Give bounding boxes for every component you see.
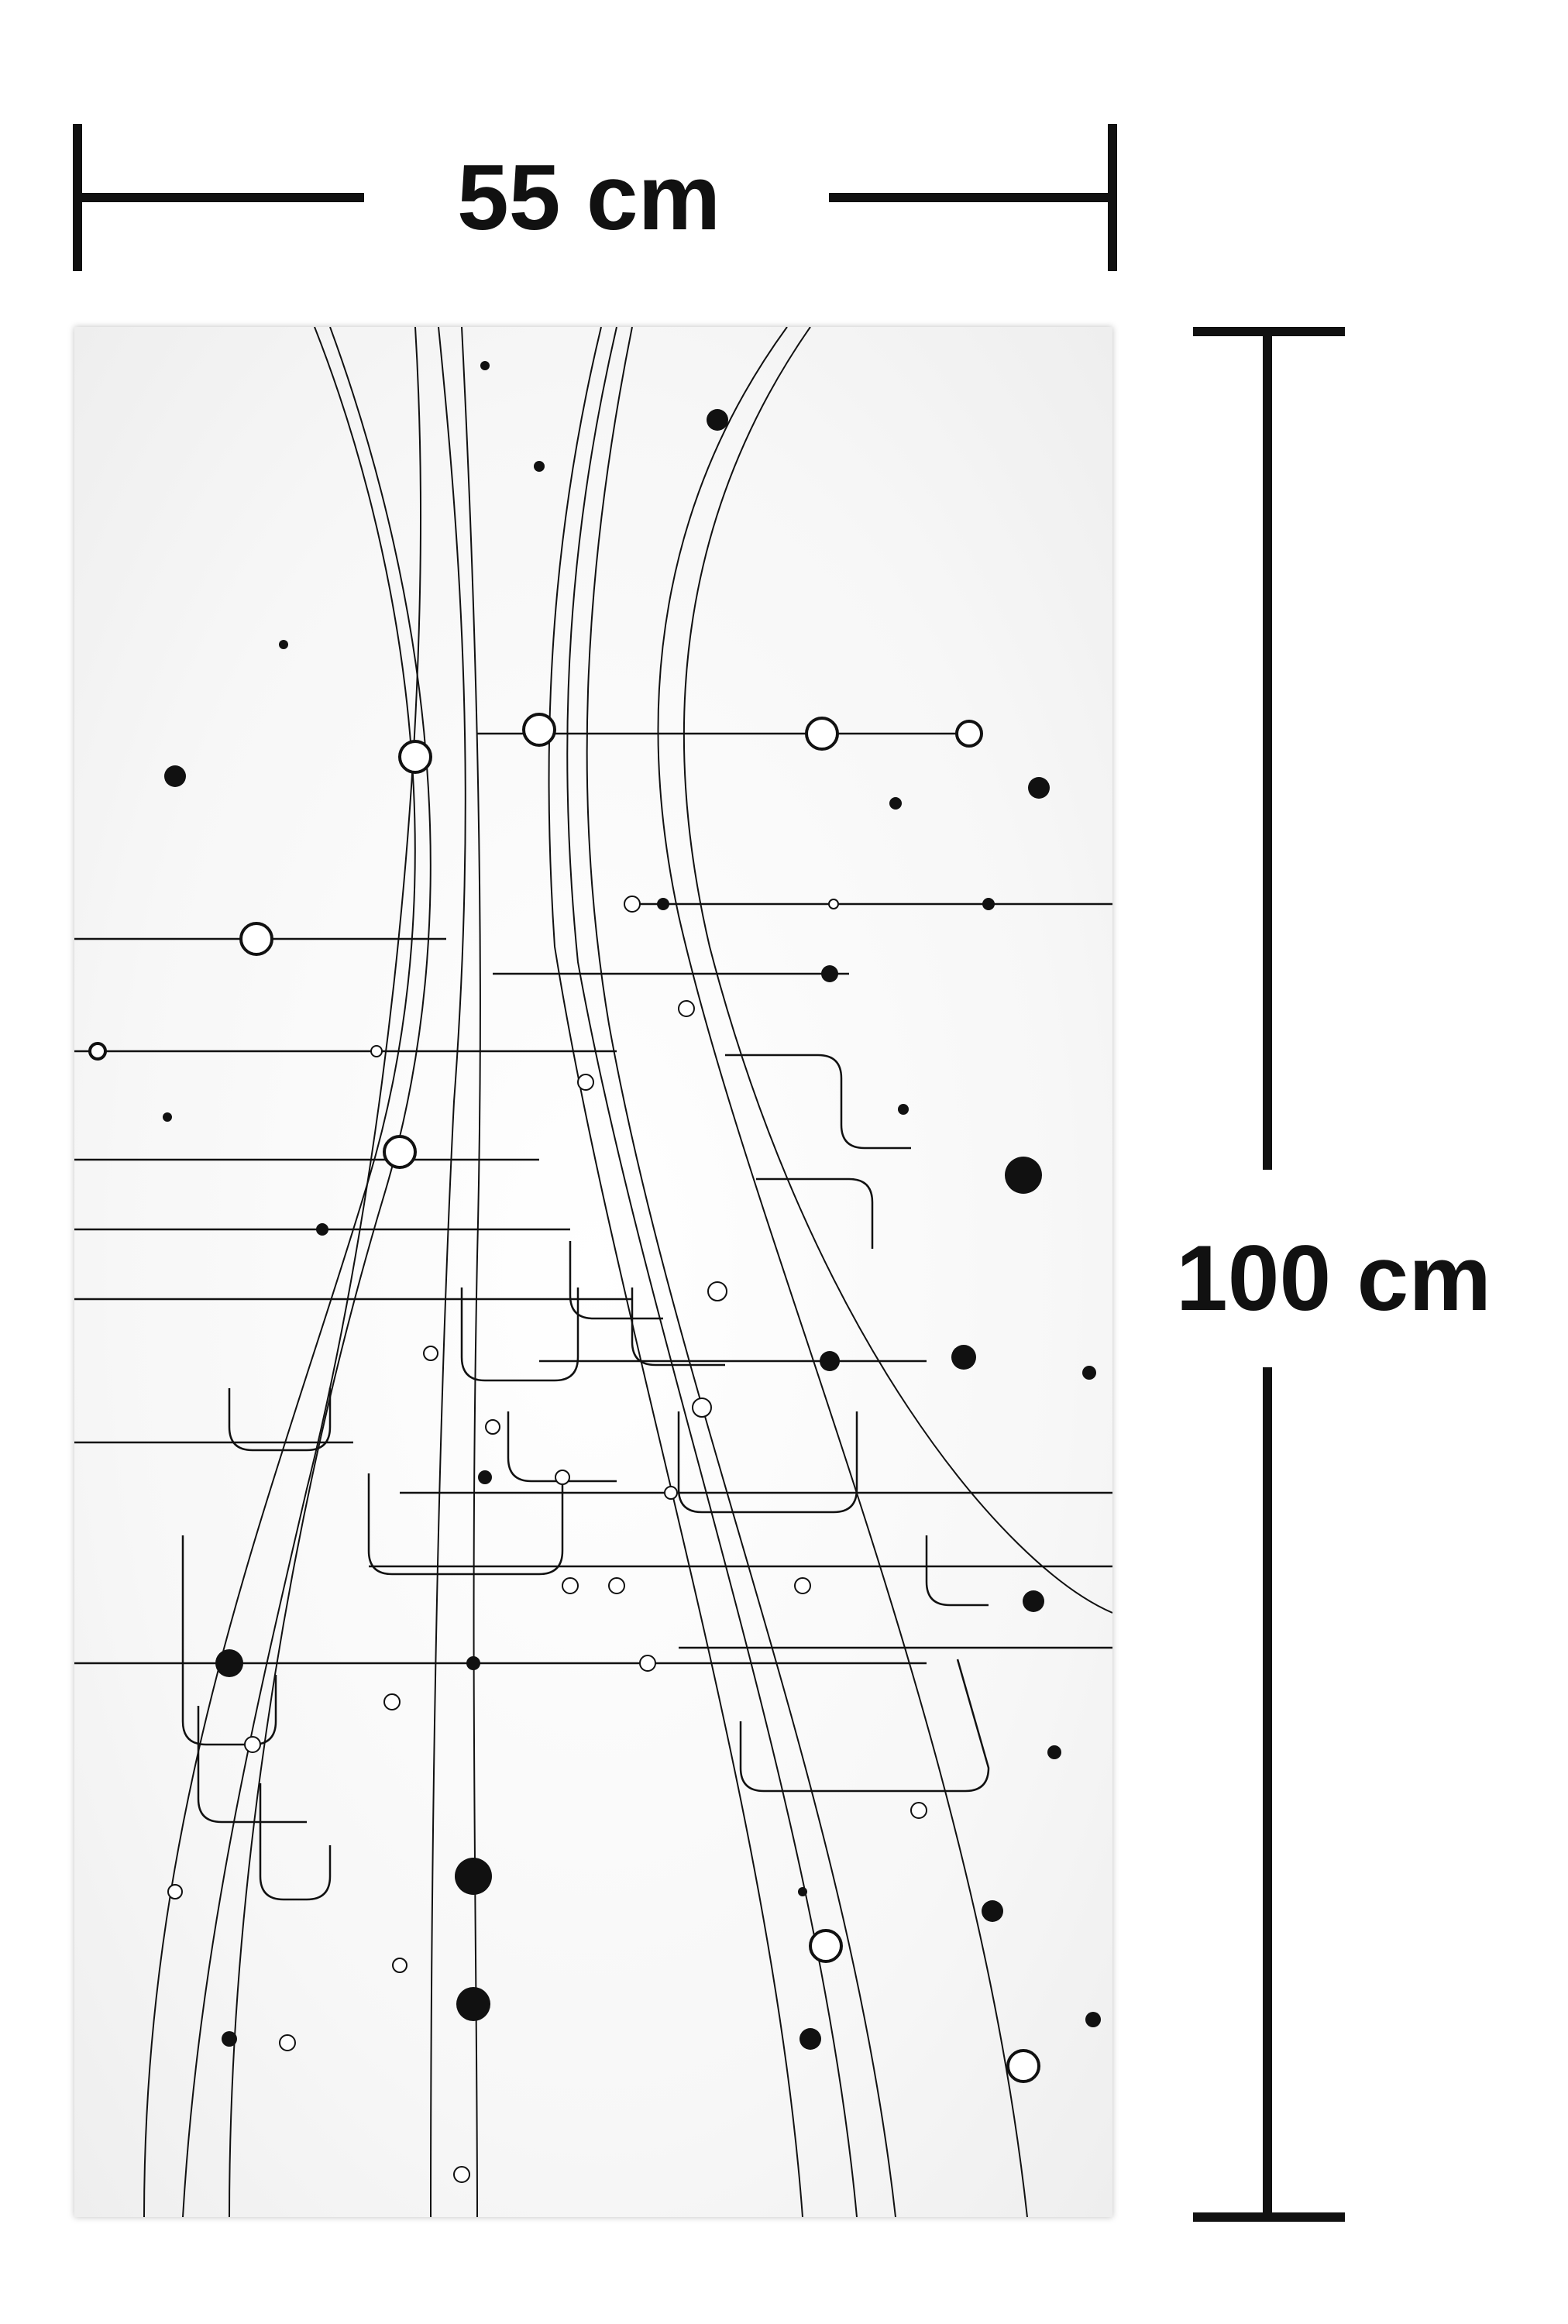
curve-line <box>182 327 422 2217</box>
dot <box>1082 1366 1096 1380</box>
curve-line <box>430 327 466 2217</box>
circuit-path <box>725 1054 911 1150</box>
filled-dots <box>163 361 1101 2050</box>
dot <box>820 1351 840 1371</box>
curve-line <box>548 327 803 2217</box>
curve-line <box>657 327 1028 2217</box>
dot <box>164 765 186 787</box>
small-ring <box>910 1802 927 1819</box>
small-ring <box>828 899 839 909</box>
small-ring <box>639 1655 656 1672</box>
dot <box>898 1104 909 1115</box>
hollow-rings <box>88 713 1040 2083</box>
dot <box>821 965 838 982</box>
dot <box>982 1900 1003 1922</box>
small-ring <box>664 1486 678 1500</box>
dot <box>1005 1157 1042 1194</box>
small-ring <box>423 1346 438 1361</box>
dot <box>707 409 728 431</box>
small-ring <box>608 1577 625 1594</box>
ring <box>383 1135 417 1169</box>
circuit-path <box>677 1411 858 1514</box>
dot <box>534 461 545 472</box>
ring <box>522 713 556 747</box>
dot <box>798 1887 807 1896</box>
circuit-path <box>181 1535 277 1746</box>
small-ring <box>577 1074 594 1091</box>
dot <box>951 1345 976 1370</box>
circuit-path <box>739 1659 990 1793</box>
small-ring <box>485 1419 500 1435</box>
dot <box>222 2031 237 2047</box>
dot <box>215 1649 243 1677</box>
small-ring <box>707 1281 727 1301</box>
small-ring <box>555 1470 570 1485</box>
small-ring <box>692 1397 712 1418</box>
circuit-artwork <box>74 327 1112 2217</box>
width-dimension-label: 55 cm <box>457 146 721 249</box>
circuit-path <box>756 1177 874 1249</box>
dot <box>480 361 490 370</box>
small-ring <box>279 2034 296 2051</box>
ring <box>1006 2049 1040 2083</box>
small-rings <box>167 896 927 2183</box>
ring <box>805 717 839 751</box>
dot <box>456 1987 490 2021</box>
small-ring <box>244 1736 261 1753</box>
dot <box>889 797 902 810</box>
circuit-path <box>569 1241 663 1320</box>
dot <box>657 898 669 910</box>
ring <box>809 1929 843 1963</box>
dot <box>1023 1590 1044 1612</box>
circuit-path <box>197 1706 307 1824</box>
dot <box>279 640 288 649</box>
dot <box>982 898 995 910</box>
small-ring <box>167 1884 183 1899</box>
circuit-path <box>925 1535 989 1607</box>
small-ring <box>562 1577 579 1594</box>
dot <box>316 1223 328 1236</box>
small-ring <box>794 1577 811 1594</box>
dot <box>799 2028 821 2050</box>
circuit-path <box>460 1287 579 1382</box>
curve-line <box>229 327 432 2217</box>
curve-line <box>461 327 481 2217</box>
dot <box>478 1470 492 1484</box>
ring <box>398 740 432 774</box>
small-ring <box>453 2166 470 2183</box>
small-ring <box>624 896 641 913</box>
small-ring <box>678 1000 695 1017</box>
dot <box>1028 777 1050 799</box>
circuit-path <box>259 1783 332 1901</box>
dot <box>466 1656 480 1670</box>
dot <box>163 1112 172 1122</box>
circuit-path <box>507 1411 617 1483</box>
curve-line <box>566 327 858 2217</box>
dot <box>455 1858 492 1895</box>
small-ring <box>370 1045 383 1057</box>
circuit-path <box>367 1473 564 1576</box>
small-ring <box>392 1958 407 1973</box>
curve-line <box>683 327 1112 1614</box>
dot <box>1047 1745 1061 1759</box>
curve-line <box>586 327 896 2217</box>
ring <box>88 1042 107 1061</box>
height-dimension-label: 100 cm <box>1176 1226 1491 1330</box>
ring <box>239 922 273 956</box>
curve-line <box>143 327 416 2217</box>
ring <box>955 720 983 748</box>
circuit-path <box>631 1287 725 1367</box>
circuit-path <box>228 1388 332 1452</box>
dot <box>1085 2012 1101 2027</box>
artwork-panel <box>74 327 1112 2217</box>
small-ring <box>383 1693 401 1710</box>
